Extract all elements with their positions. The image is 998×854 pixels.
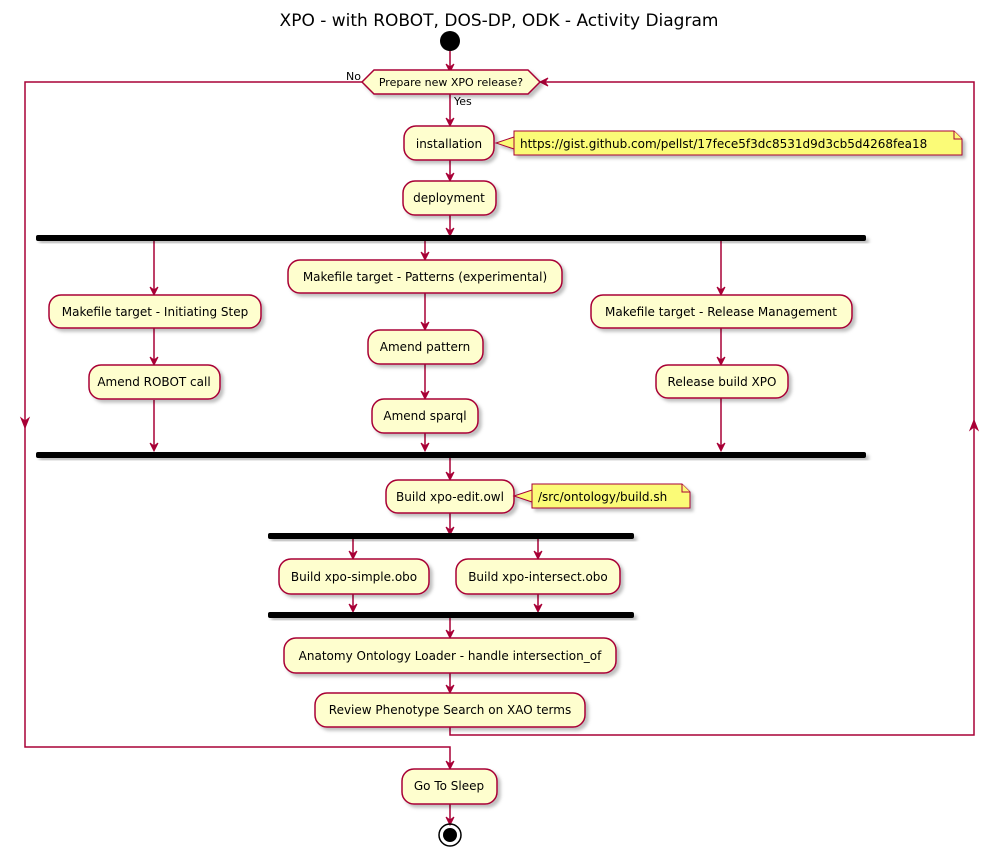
activity-initiating-step: Makefile target - Initiating Step [48, 294, 262, 329]
activity-amend-robot: Amend ROBOT call [88, 364, 221, 400]
svg-text:Anatomy Ontology Loader - hand: Anatomy Ontology Loader - handle interse… [299, 649, 602, 663]
svg-text:Amend ROBOT call: Amend ROBOT call [97, 375, 210, 389]
svg-text:Build xpo-intersect.obo: Build xpo-intersect.obo [468, 570, 608, 584]
note-build-script: /src/ontology/build.sh [512, 483, 691, 509]
svg-text:Makefile target - Patterns (ex: Makefile target - Patterns (experimental… [303, 270, 547, 284]
decision-question: Prepare new XPO release? [379, 76, 523, 89]
svg-text:Build xpo-simple.obo: Build xpo-simple.obo [291, 570, 417, 584]
join-bar-1 [36, 452, 866, 458]
svg-text:Release build XPO: Release build XPO [668, 375, 777, 389]
svg-text:Makefile target - Release Mana: Makefile target - Release Management [605, 305, 837, 319]
svg-text:installation: installation [416, 137, 482, 151]
activity-release-management: Makefile target - Release Management [590, 294, 853, 329]
start-node [440, 31, 460, 51]
activity-build-simple: Build xpo-simple.obo [278, 558, 430, 595]
activity-deployment: deployment [402, 180, 497, 216]
activity-anatomy-ontology-loader: Anatomy Ontology Loader - handle interse… [283, 637, 617, 674]
yes-label: Yes [453, 95, 472, 108]
svg-text:Review Phenotype Search on XAO: Review Phenotype Search on XAO terms [329, 703, 571, 717]
fork-bar-1 [36, 235, 866, 241]
svg-text:Amend pattern: Amend pattern [380, 340, 470, 354]
activity-patterns: Makefile target - Patterns (experimental… [287, 259, 563, 294]
no-label: No [346, 70, 361, 83]
release-decision: Prepare new XPO release? [360, 69, 542, 95]
activity-build-edit: Build xpo-edit.owl [385, 479, 515, 514]
activity-installation: installation [403, 125, 495, 161]
activity-build-intersect: Build xpo-intersect.obo [455, 558, 621, 595]
diagram-title: XPO - with ROBOT, DOS-DP, ODK - Activity… [280, 11, 719, 31]
fork-bar-2 [268, 533, 634, 539]
activity-go-to-sleep: Go To Sleep [401, 768, 498, 805]
activity-release-build: Release build XPO [655, 364, 789, 399]
edges [19, 51, 980, 827]
activity-amend-pattern: Amend pattern [367, 329, 484, 365]
svg-text:deployment: deployment [413, 191, 485, 205]
svg-text:https://gist.github.com/pellst: https://gist.github.com/pellst/17fece5f3… [520, 137, 927, 151]
svg-text:Build xpo-edit.owl: Build xpo-edit.owl [396, 490, 504, 504]
activity-amend-sparql: Amend sparql [371, 398, 479, 434]
join-bar-2 [268, 612, 634, 618]
svg-text:Makefile target - Initiating S: Makefile target - Initiating Step [62, 305, 248, 319]
activity-review-phenotype: Review Phenotype Search on XAO terms [314, 692, 586, 728]
note-installation-gist: https://gist.github.com/pellst/17fece5f3… [494, 130, 963, 156]
svg-text:/src/ontology/build.sh: /src/ontology/build.sh [538, 490, 667, 504]
svg-text:Amend sparql: Amend sparql [383, 409, 466, 423]
end-node [438, 823, 462, 847]
svg-text:Go To Sleep: Go To Sleep [414, 779, 484, 793]
